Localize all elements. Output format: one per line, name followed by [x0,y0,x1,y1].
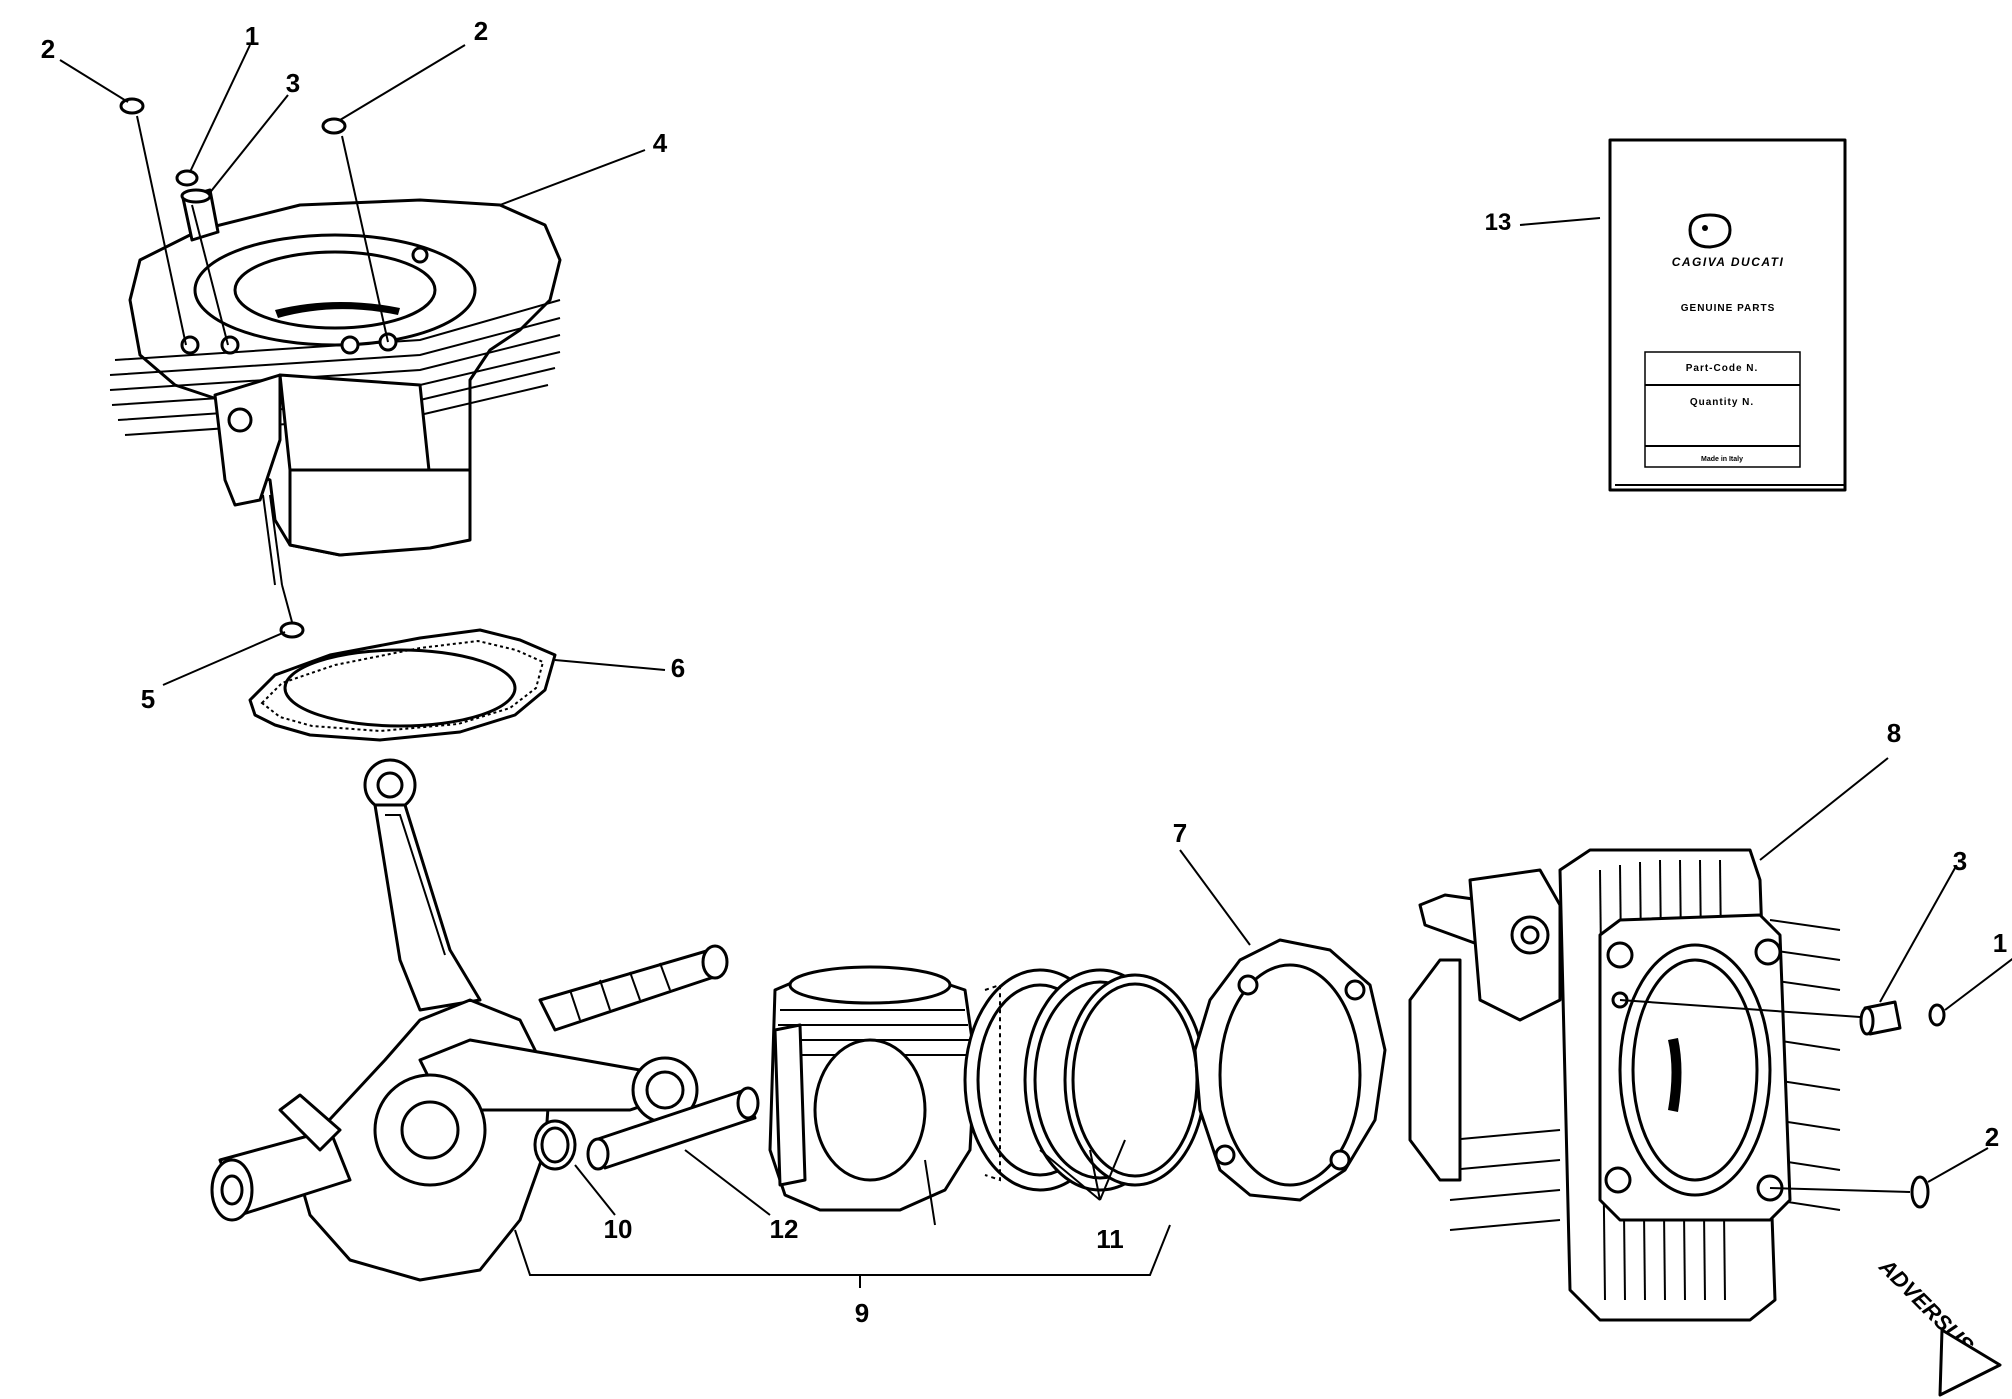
watermark-arrow-icon [1938,1328,2002,1397]
leader-lines [59,44,2012,1288]
callout-2-right: 2 [1985,1122,1999,1152]
piston [768,965,977,1226]
card-quantity-label: Quantity N. [1690,397,1754,408]
piston-rings-11 [963,968,1207,1192]
callout-10: 10 [604,1214,633,1244]
callout-11: 11 [1096,1224,1124,1254]
callout-8: 8 [1887,718,1901,748]
watermark: ADVERSUS [1874,1253,2002,1397]
piston-pin-12 [586,1086,760,1171]
cylinder-vertical [1408,848,1841,1322]
callout-6: 6 [671,653,685,683]
cylinder-gasket-7 [1193,938,1387,1202]
card-subtitle: GENUINE PARTS [1681,303,1776,314]
crankshaft-assembly [210,758,729,1282]
callout-3-top: 3 [286,68,300,98]
right-small-parts [1619,999,1946,1209]
callout-1-top: 1 [245,21,259,51]
card-part-code-label: Part-Code N. [1686,363,1759,374]
callout-4: 4 [653,128,668,158]
callout-9: 9 [855,1298,869,1328]
callout-1-right: 1 [1993,928,2007,958]
card-origin: Made in Italy [1701,456,1743,463]
callouts: 2 1 3 2 4 5 6 7 8 3 1 2 13 10 12 11 9 [41,16,2007,1328]
callout-12: 12 [770,1214,799,1244]
cylinder-horizontal [109,198,562,586]
callout-2-top-right: 2 [474,16,488,46]
top-left-small-parts [119,97,389,639]
callout-13: 13 [1485,209,1512,236]
callout-3-right: 3 [1953,846,1967,876]
card-brand: CAGIVA DUCATI [1672,255,1785,269]
base-gasket-6 [248,628,557,742]
genuine-parts-card: CAGIVA DUCATI GENUINE PARTS Part-Code N.… [1608,138,1847,492]
callout-2-top-left: 2 [41,34,55,64]
callout-7: 7 [1173,818,1187,848]
callout-5: 5 [141,684,155,714]
